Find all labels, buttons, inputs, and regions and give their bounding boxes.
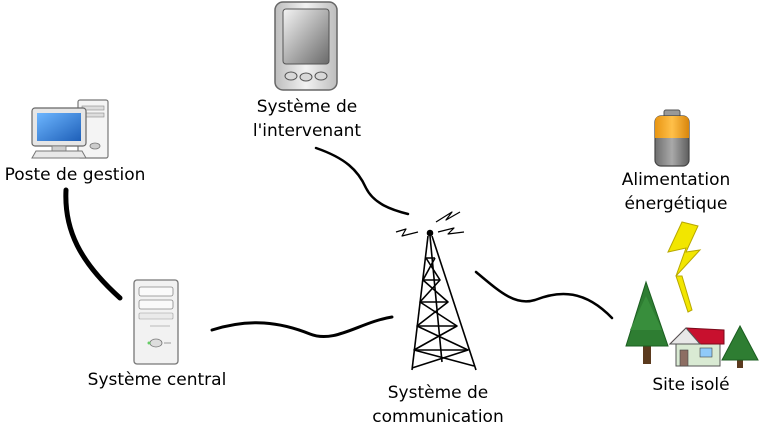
- communication-label-line2: communication: [372, 407, 504, 427]
- power-label-line1: Alimentation: [621, 170, 731, 190]
- link-communication-site: [474, 270, 614, 320]
- tree-right: [721, 324, 759, 368]
- link-field-communication: [314, 146, 410, 216]
- power-label-line2: énergétique: [624, 194, 728, 214]
- lightning-bolt-icon: [667, 221, 702, 277]
- server-tower-icon: [133, 279, 179, 365]
- field-label-line1: Système de: [256, 97, 358, 117]
- lightning-tail: [675, 275, 693, 313]
- tree-left: [625, 280, 669, 364]
- power-label: Alimentation énergétique: [606, 168, 746, 216]
- field-label: Système de l'intervenant: [228, 95, 386, 143]
- house: [668, 327, 725, 367]
- central-label: Système central: [87, 370, 227, 390]
- handheld-device-icon: [274, 1, 338, 91]
- management-label: Poste de gestion: [4, 165, 146, 185]
- house-with-trees-icon: [625, 280, 759, 368]
- battery-icon: [654, 109, 690, 167]
- field-label-line2: l'intervenant: [252, 121, 362, 141]
- site-label: Site isolé: [652, 375, 730, 395]
- link-management-central: [63, 187, 123, 301]
- communication-label-line1: Système de: [387, 383, 489, 403]
- link-central-communication: [210, 315, 394, 339]
- desktop-computer-icon: [31, 99, 109, 159]
- radio-tower-icon: [395, 211, 477, 371]
